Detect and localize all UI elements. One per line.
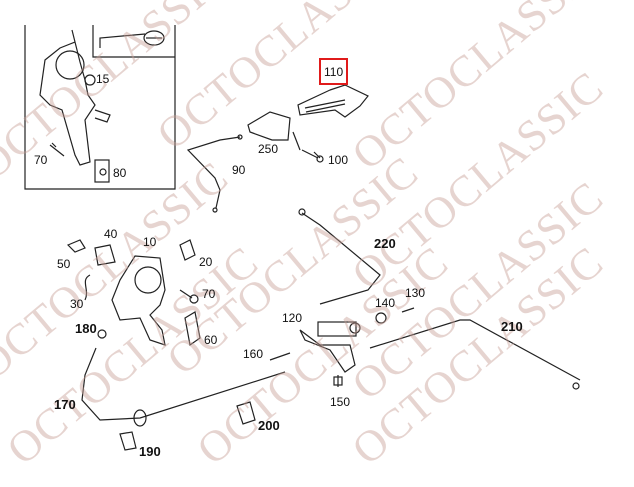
- callout-60: 60: [204, 333, 218, 347]
- callout-30: 30: [70, 297, 84, 311]
- callout-200: 200: [258, 418, 280, 433]
- callout-220: 220: [374, 236, 396, 251]
- callout-100: 100: [328, 153, 349, 167]
- callout-190: 190: [139, 444, 161, 459]
- callout-20: 20: [199, 255, 213, 269]
- callout-70: 70: [34, 153, 48, 167]
- pedal-assembly-10: [66, 239, 201, 347]
- callout-15: 15: [96, 72, 110, 86]
- highlight-box: [319, 58, 348, 85]
- callout-130: 130: [405, 286, 426, 300]
- part-100: [301, 149, 324, 163]
- callout-120: 120: [282, 311, 303, 325]
- lever-120: [269, 307, 415, 387]
- callout-70b: 70: [202, 287, 216, 301]
- part-250: [247, 111, 301, 151]
- callout-180: 180: [75, 321, 97, 336]
- cable-220: [298, 208, 381, 305]
- callout-160: 160: [243, 347, 264, 361]
- callout-170: 170: [54, 397, 76, 412]
- callout-250: 250: [258, 142, 279, 156]
- part-110: [297, 84, 369, 118]
- cable-170: [81, 347, 286, 451]
- callout-150: 150: [330, 395, 351, 409]
- callout-50: 50: [57, 257, 71, 271]
- cable-90: [186, 134, 243, 213]
- pedal-assembly-top: [39, 29, 111, 183]
- inset-frame: [24, 25, 176, 190]
- cable-210: [369, 319, 581, 390]
- callout-110[interactable]: 110: [324, 65, 344, 79]
- callout-210: 210: [501, 319, 523, 334]
- callout-80: 80: [113, 166, 127, 180]
- callout-90: 90: [232, 163, 246, 177]
- part-200: [236, 401, 256, 425]
- callout-10: 10: [143, 235, 157, 249]
- callout-40: 40: [104, 227, 118, 241]
- callout-140: 140: [375, 296, 396, 310]
